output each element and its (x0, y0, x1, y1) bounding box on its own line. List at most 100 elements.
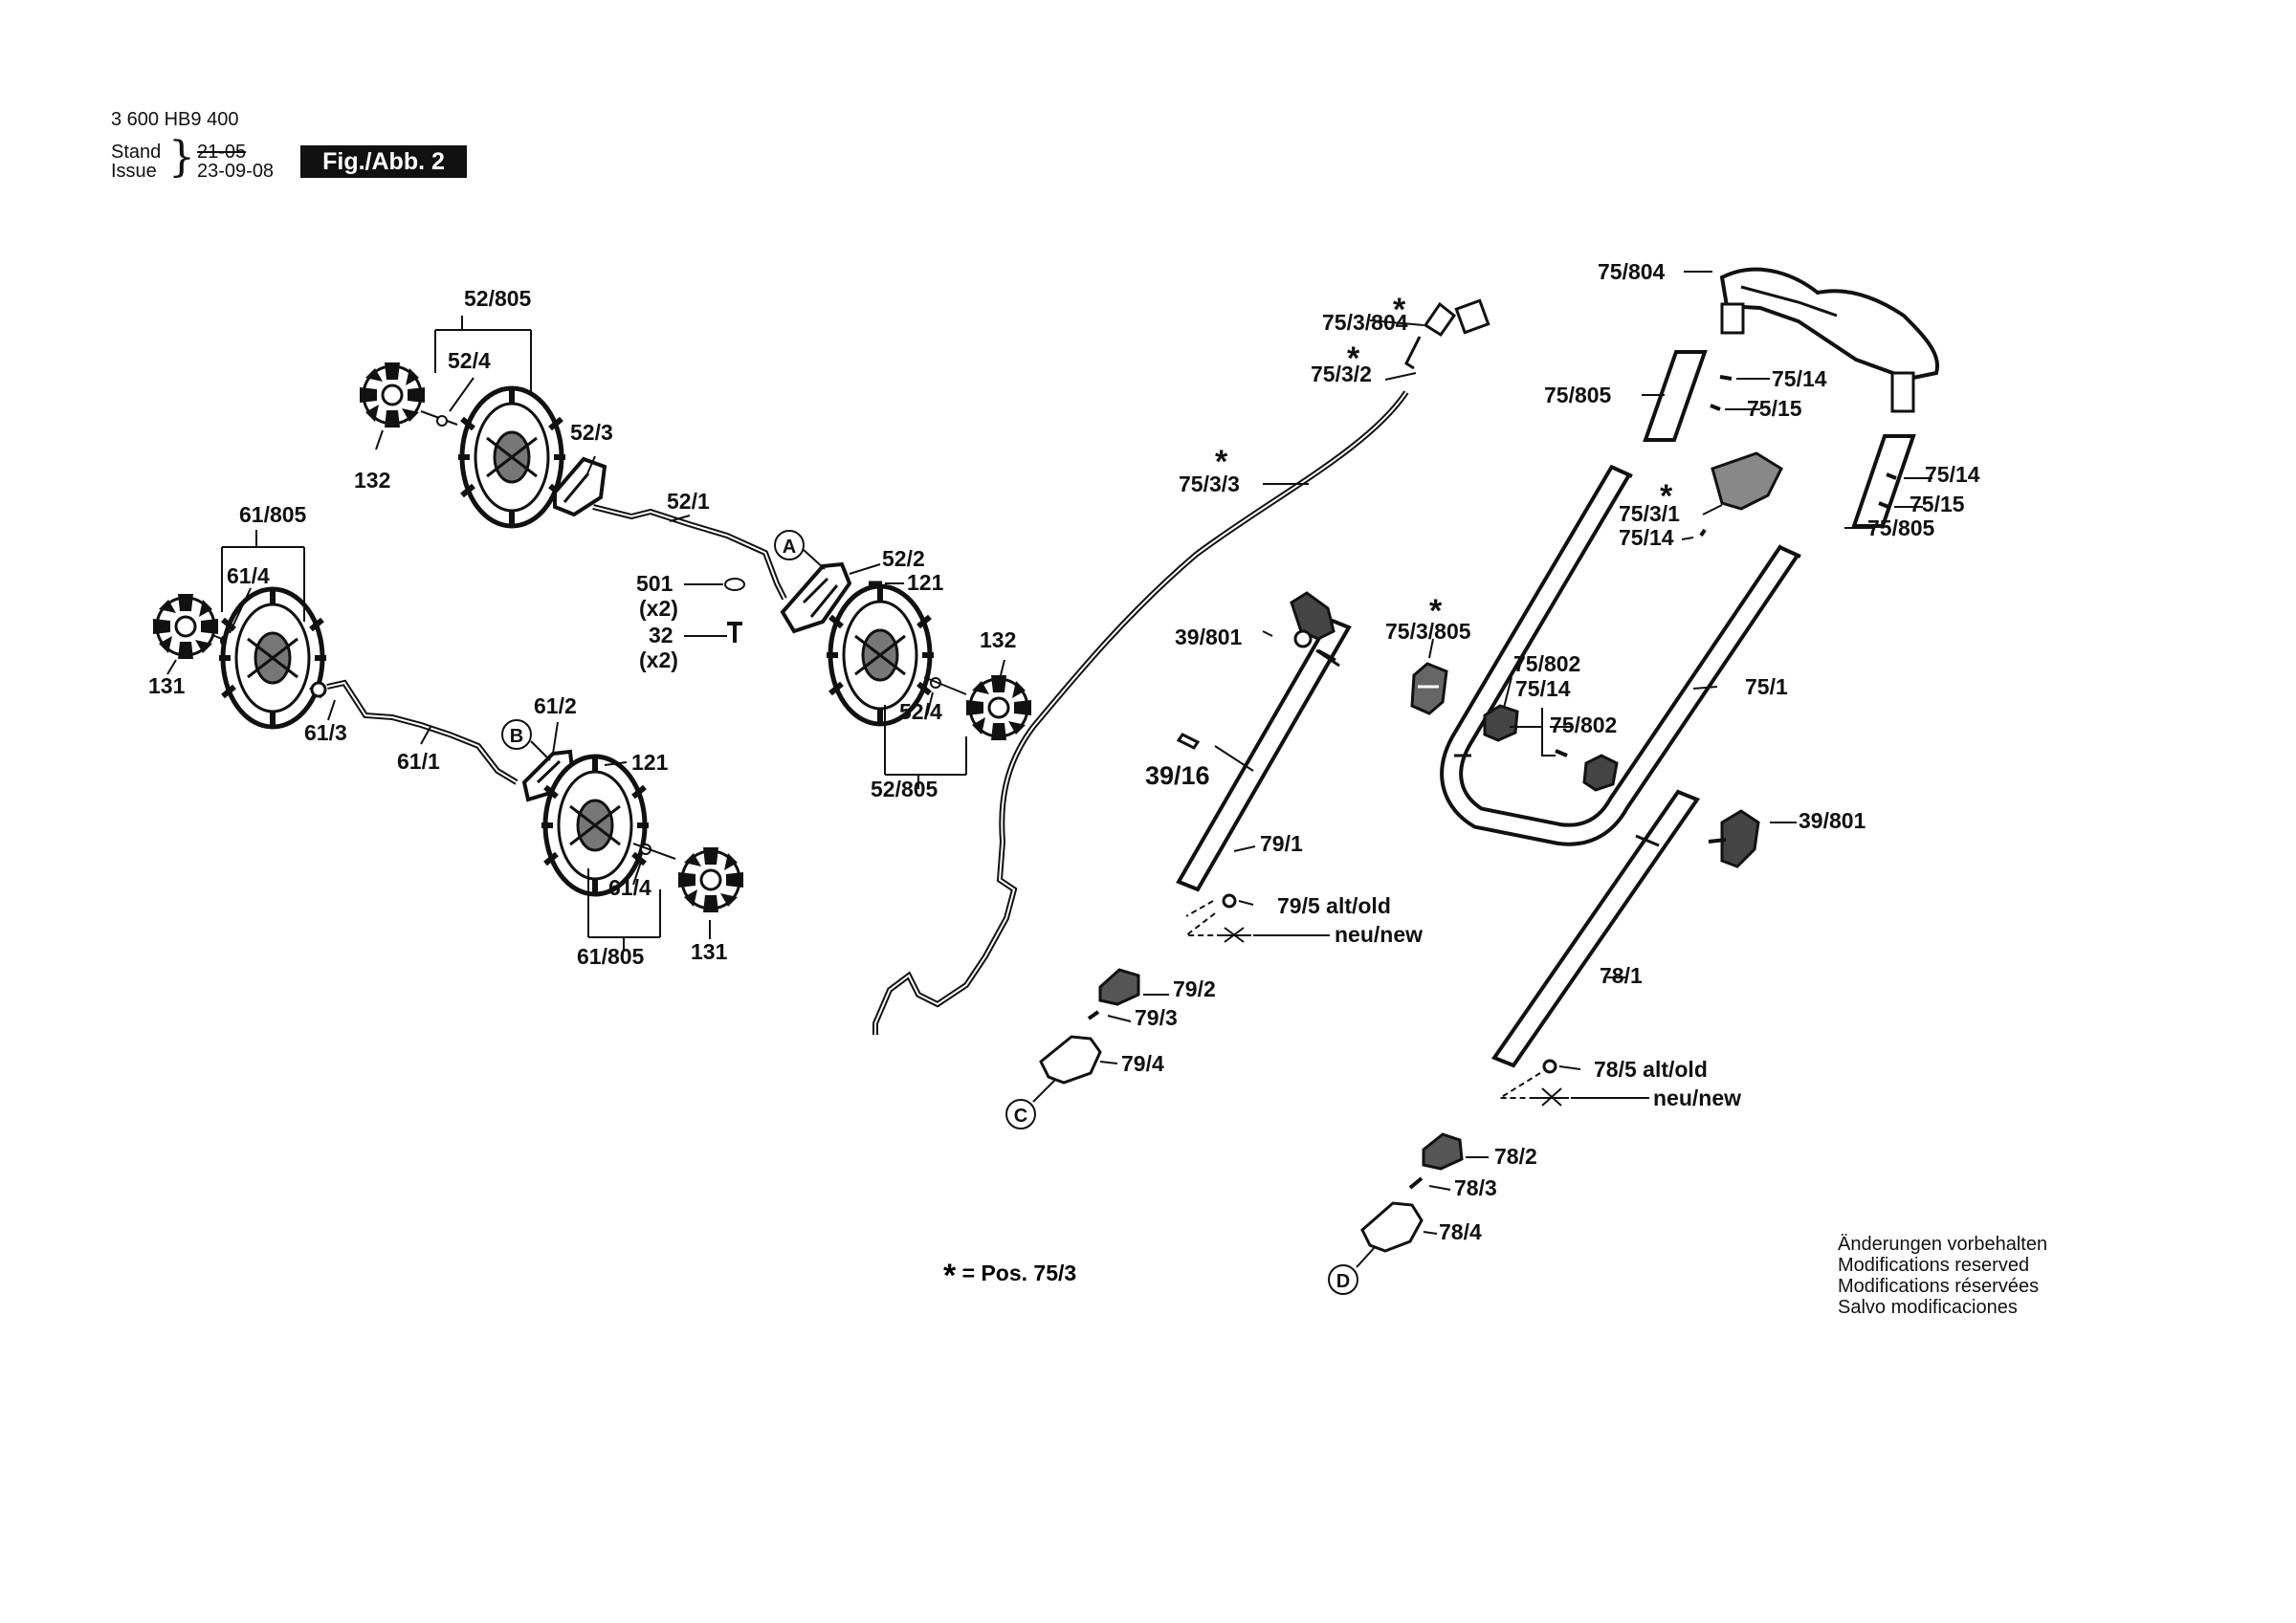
label-75-805-a: 75/805 (1544, 383, 1612, 407)
upper-handle-75 (1440, 267, 1940, 846)
clip-75-802-b (1582, 754, 1619, 792)
label-75-14-c: 75/14 (1619, 525, 1674, 550)
connector-75-3-804 (1454, 298, 1490, 335)
screw-79-5 (1222, 893, 1237, 909)
callout-C: C (1005, 1070, 1065, 1130)
label-79-neu-new: neu/new (1335, 922, 1423, 947)
label-75-15-a: 75/15 (1747, 396, 1802, 421)
label-32-x2: (x2) (639, 647, 678, 672)
screw-75-14-a (1719, 375, 1733, 381)
label-61-1: 61/1 (397, 749, 440, 774)
label-61-4-top: 61/4 (227, 563, 270, 588)
screw-78-new (1534, 1087, 1569, 1107)
legend-star: * (943, 1258, 957, 1294)
label-79-2: 79/2 (1173, 976, 1216, 1001)
note-de: Änderungen vorbehalten (1838, 1234, 2048, 1255)
pin-79-3 (1087, 1010, 1100, 1020)
label-75-14-a: 75/14 (1772, 366, 1827, 391)
screw-79-new (1217, 927, 1251, 943)
label-52-1: 52/1 (667, 489, 710, 514)
label-75-1: 75/1 (1745, 674, 1788, 699)
screw-78-5 (1542, 1059, 1557, 1074)
star-75-3-804: * (1393, 292, 1406, 328)
cable-clip-75-3-805 (1410, 638, 1448, 715)
legend-text: = Pos. 75/3 (961, 1261, 1077, 1285)
label-52-805-bottom: 52/805 (871, 777, 938, 801)
callout-B: B (501, 719, 551, 761)
note-fr: Modifications réservées (1838, 1276, 2040, 1297)
label-52-4-top: 52/4 (448, 348, 491, 373)
label-75-3-1: 75/3/1 (1619, 501, 1680, 526)
cable-75-3-3 (872, 298, 1490, 1035)
stand-value: 21-05 (197, 142, 247, 163)
label-79-3: 79/3 (1135, 1005, 1178, 1030)
hub-cap-132-right (964, 673, 1033, 742)
label-52-2: 52/2 (882, 546, 925, 571)
legend: * = Pos. 75/3 (943, 1258, 1076, 1295)
lower-left-tube-79 (1039, 591, 1352, 1085)
label-61-4-bottom: 61/4 (608, 875, 651, 900)
modification-notes: Änderungen vorbehalten Modifications res… (1838, 1234, 2047, 1318)
screw-75-14-c (1699, 528, 1707, 537)
label-75-15-b: 75/15 (1910, 492, 1965, 516)
part-labels: 52/805 52/4 132 52/3 52/1 52/2 121 501 (… (148, 259, 1980, 1244)
label-61-805-bottom: 61/805 (577, 944, 645, 969)
label-75-3-2: 75/3/2 (1311, 362, 1372, 386)
screw-75-15-a (1710, 404, 1721, 411)
screw-32 (727, 622, 742, 643)
star-75-3-3: * (1215, 444, 1228, 480)
handle-tube-75-1 (1444, 466, 1796, 843)
bolt-39-16 (1176, 733, 1201, 750)
label-78-1: 78/1 (1600, 963, 1643, 988)
star-75-3-1: * (1660, 478, 1673, 515)
cap-79-4 (1039, 1035, 1102, 1085)
hub-cap-131-bottom (676, 845, 745, 914)
stand-label: Stand (111, 142, 162, 163)
cover-75-3-1 (1711, 451, 1783, 511)
label-78-5-alt-old: 78/5 alt/old (1594, 1057, 1708, 1082)
label-75-3-3: 75/3/3 (1179, 472, 1240, 496)
label-75-14-d: 75/14 (1515, 676, 1571, 701)
label-131-bottom: 131 (691, 939, 728, 964)
screw-75-14-b (1886, 472, 1897, 480)
label-501-x2: (x2) (639, 596, 678, 621)
label-32: 32 (649, 623, 673, 647)
lower-right-tube-78 (1360, 789, 1797, 1253)
label-75-804: 75/804 (1598, 259, 1666, 284)
issue-label: Issue (111, 161, 157, 182)
label-132-top: 132 (354, 468, 390, 493)
wheel-61-805-top (219, 589, 326, 727)
pin-78-3 (1408, 1176, 1424, 1190)
svg-text:B: B (510, 726, 523, 747)
screw-75-14-d (1555, 749, 1568, 757)
svg-text:D: D (1336, 1271, 1350, 1292)
clip-75-802-a (1483, 704, 1519, 742)
clip-78-2 (1422, 1132, 1464, 1171)
label-75-14-b: 75/14 (1925, 462, 1980, 487)
issue-value: 23-09-08 (197, 161, 275, 182)
label-61-2: 61/2 (534, 693, 577, 718)
front-wheel-assembly (151, 530, 745, 950)
knob-39-801-right (1720, 809, 1760, 868)
screw-75-15-b (1878, 501, 1889, 509)
brace-glyph: } (168, 133, 195, 182)
wheel-61-805-bottom (541, 757, 649, 894)
washer-501 (724, 578, 745, 591)
label-121-bottom: 121 (631, 750, 669, 775)
rear-wheel-assembly (358, 316, 1033, 789)
label-78-3: 78/3 (1454, 1175, 1497, 1200)
figure-badge: Fig./Abb. 2 (300, 145, 467, 178)
grip-sleeve-75-805-b (1851, 434, 1916, 528)
label-61-3: 61/3 (304, 720, 347, 745)
tube-79-1 (1176, 617, 1352, 892)
label-75-3-805: 75/3/805 (1385, 619, 1471, 644)
wheel-52-805-top (458, 388, 565, 526)
svg-text:C: C (1014, 1106, 1027, 1127)
clip-79-2 (1098, 968, 1140, 1006)
label-39-16: 39/16 (1145, 761, 1210, 790)
handle-grip-75-804 (1719, 267, 1940, 382)
label-75-802-a: 75/802 (1513, 651, 1580, 676)
axle-clip-52-4 (436, 415, 448, 427)
label-78-2: 78/2 (1494, 1144, 1537, 1169)
